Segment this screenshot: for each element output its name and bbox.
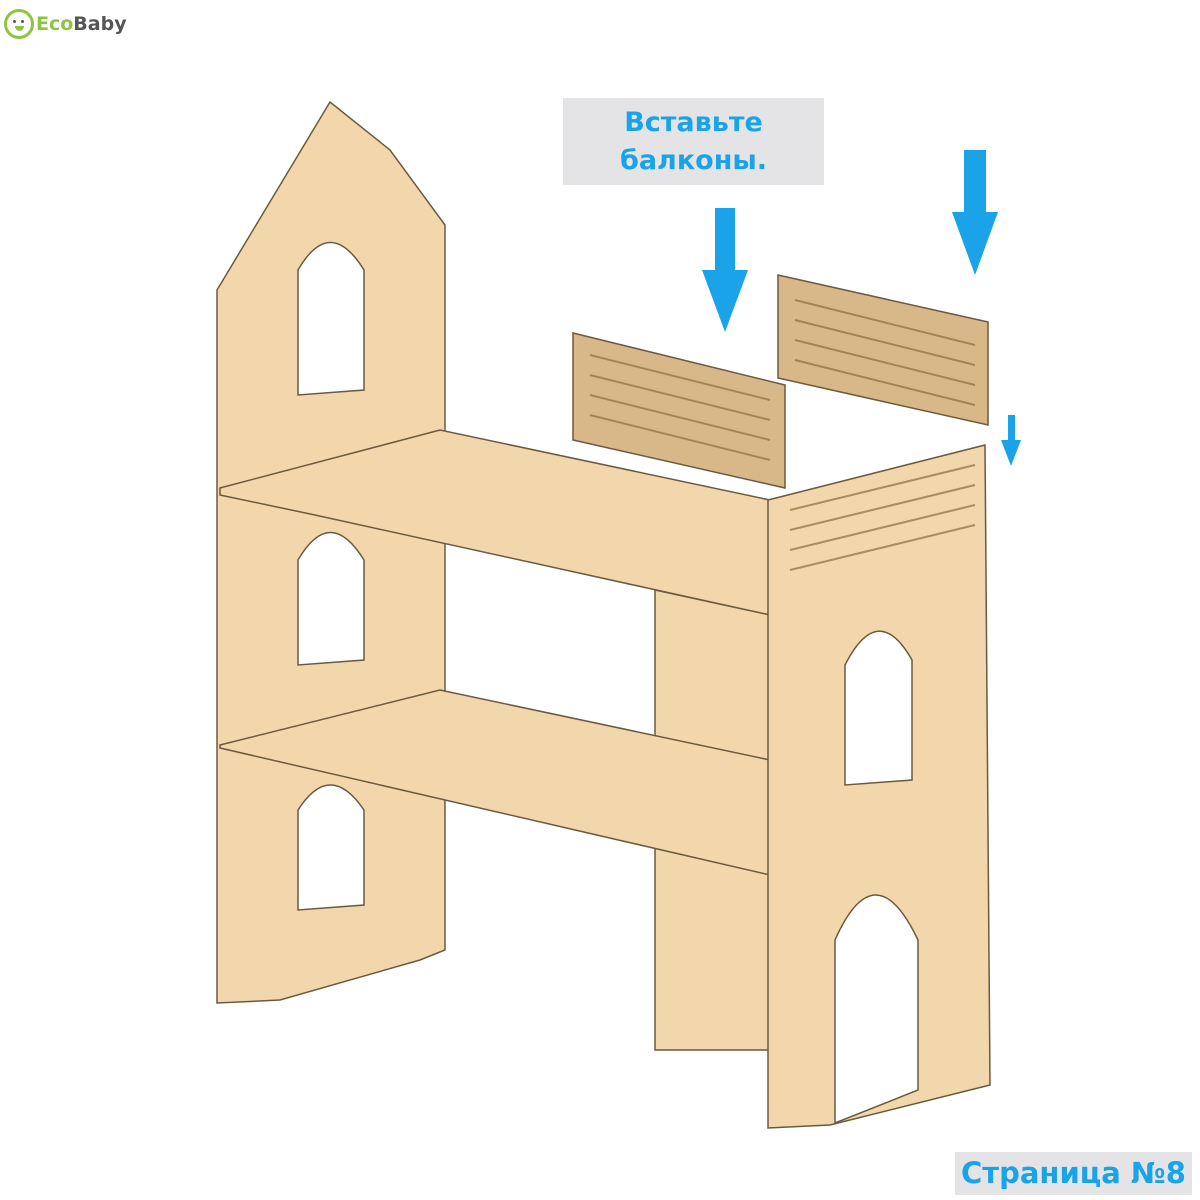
balcony-panel-right [777,274,989,426]
window-left-middle [297,531,365,666]
instruction-line-2: балконы. [619,145,768,176]
window-left-bottom [297,784,365,911]
instruction-line-1: Вставьте [624,107,763,138]
right-wall-panel [767,444,991,1129]
arrow-down-icon [952,150,998,275]
logo-text-eco: Eco [36,13,74,35]
lattice-pattern [589,299,976,571]
logo-text-baby: Baby [73,13,127,35]
instruction-box: Вставьте балконы. [563,98,824,185]
baby-face-icon [4,9,34,39]
window-left-top [297,241,365,396]
page-number-label: Страница №8 [955,1152,1192,1195]
arrow-down-icon [702,208,748,332]
balcony-panel-left [572,332,786,489]
doorway-opening [834,894,919,1125]
arrow-down-icon [1001,415,1021,466]
window-right [844,630,913,786]
